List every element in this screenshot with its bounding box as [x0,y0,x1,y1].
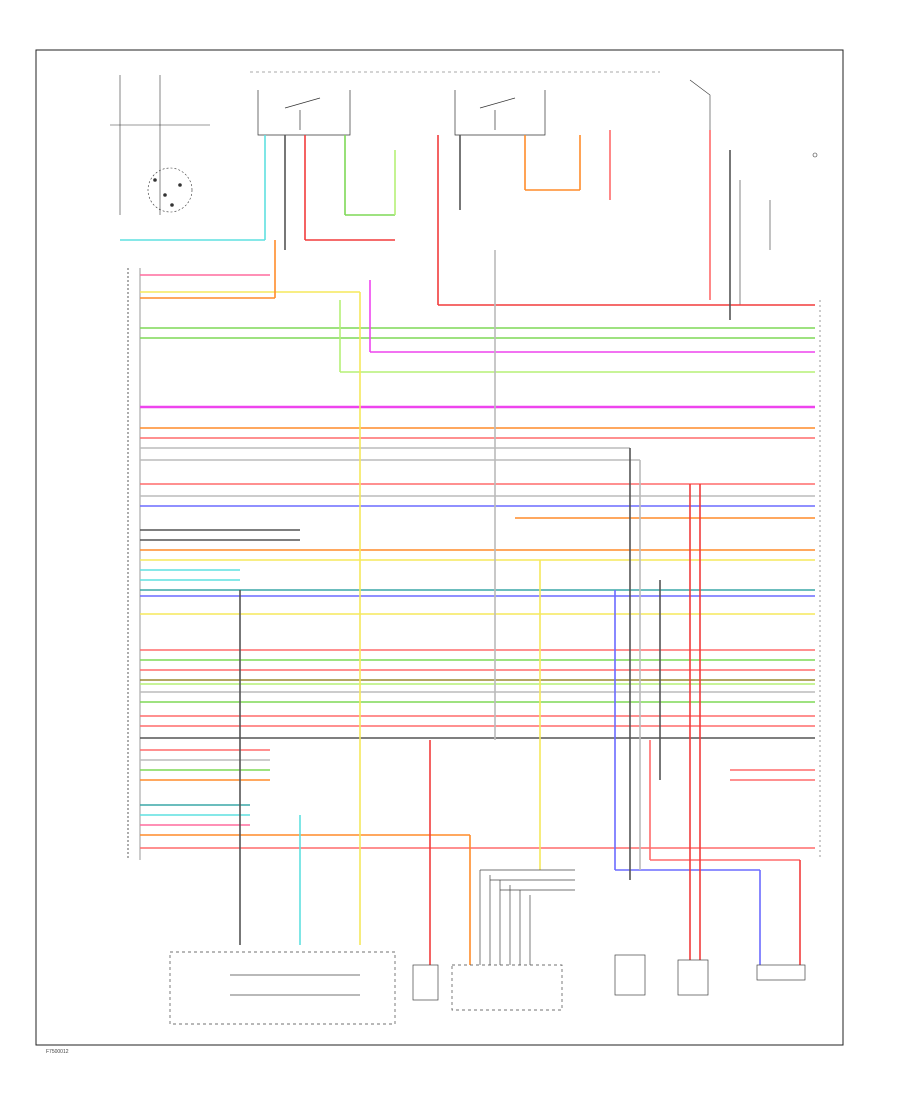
bottom-sensor-2 [614,954,646,996]
horizontal-wires [140,274,815,849]
top-left-relay-area [110,75,210,215]
diagram-frame [35,49,844,1046]
bottom-module [756,964,806,981]
relay-box-2 [454,90,546,136]
relay-box-1 [257,90,351,136]
bottom-switch-block [451,869,575,1011]
vertical-wires [120,130,815,965]
pcm-connector [127,268,141,860]
diagram-code: F7500012 [46,1049,69,1055]
bottom-left-sensor-block [169,951,396,1025]
top-right-components [689,79,818,305]
bottom-sensor-3 [677,959,709,996]
bottom-sensor-1 [412,964,439,1001]
